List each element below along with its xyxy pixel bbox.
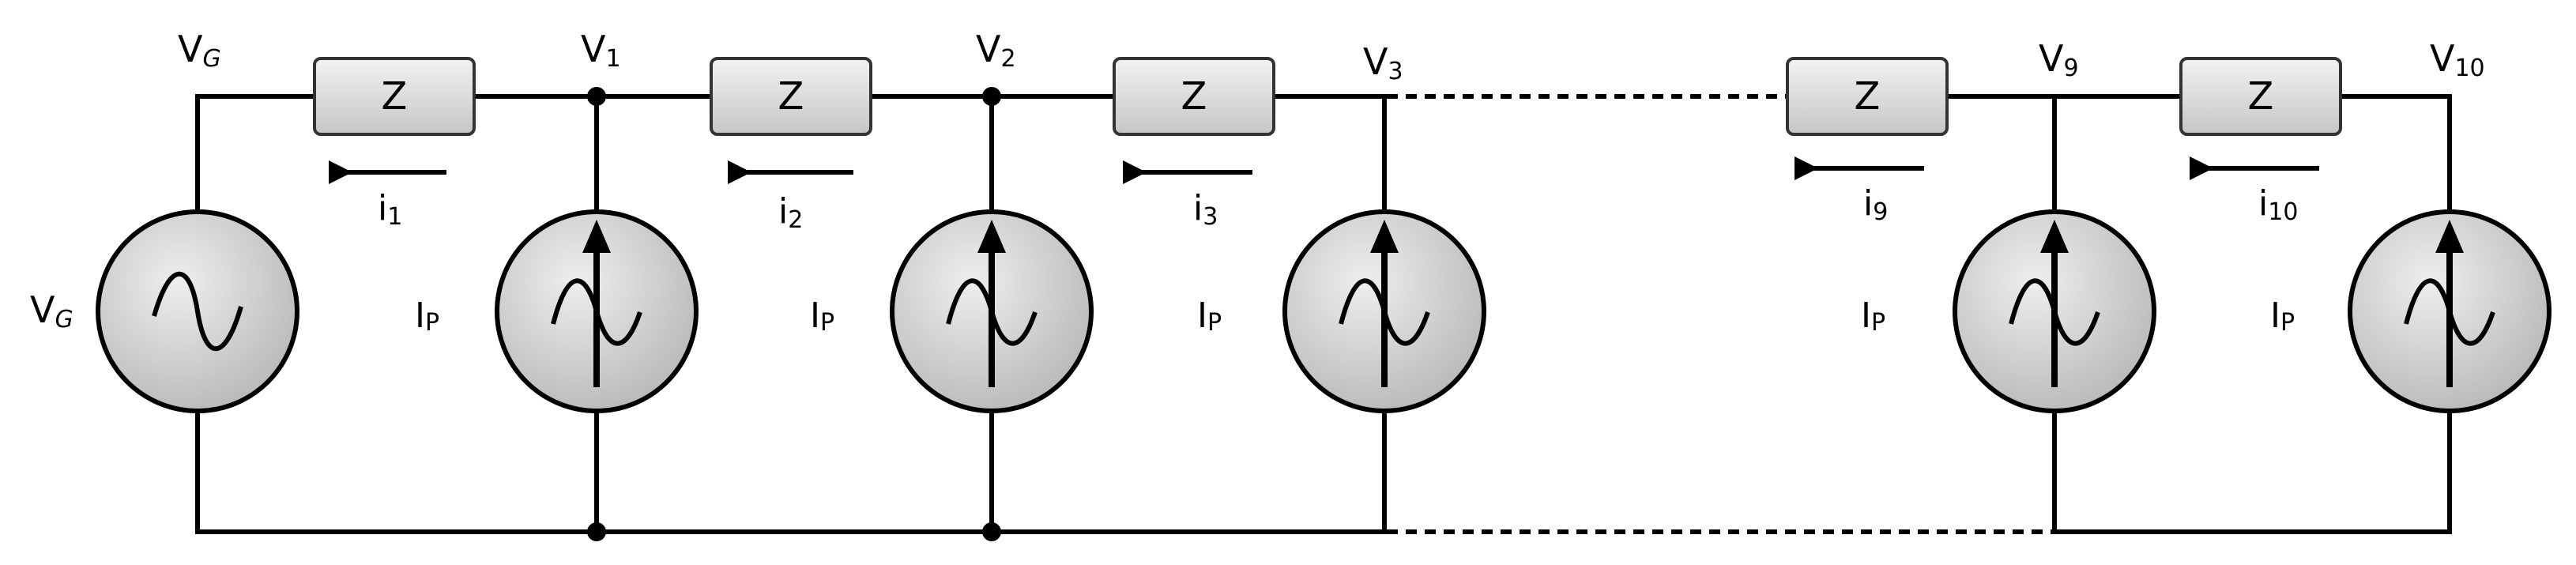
current-label-i9: i9 <box>1863 183 1888 226</box>
current-label-i3: i3 <box>1193 188 1218 231</box>
current-source-label: IP <box>810 296 834 337</box>
current-source-icon <box>495 209 699 413</box>
node-label-v10: V10 <box>2430 37 2485 82</box>
node-label-v1: V1 <box>581 28 621 73</box>
current-label-i2: i2 <box>778 191 803 234</box>
node-label-v3: V3 <box>1363 40 1403 85</box>
current-label-i10: i10 <box>2258 183 2298 226</box>
impedance-label: Z <box>1181 74 1207 119</box>
ac-source-icon <box>96 209 299 413</box>
impedance-z1: Z <box>313 57 476 136</box>
current-source-icon <box>2348 209 2552 413</box>
current-source-icon <box>890 209 1094 413</box>
junction-dots <box>587 87 1001 541</box>
current-source-icon <box>1953 209 2156 413</box>
node-label-v9: V9 <box>2039 37 2079 82</box>
node-label-v2: V2 <box>976 28 1016 73</box>
current-source-label: IP <box>1861 296 1885 337</box>
impedance-z2: Z <box>710 57 872 136</box>
impedance-label: Z <box>382 74 408 119</box>
generator-top-label: VG <box>178 28 221 73</box>
impedance-z3: Z <box>1113 57 1275 136</box>
current-source-label: IP <box>2270 296 2295 337</box>
current-source-icon <box>1282 209 1486 413</box>
current-source-label: IP <box>1197 296 1222 337</box>
impedance-label: Z <box>2248 74 2274 119</box>
impedance-label: Z <box>778 74 804 119</box>
current-arrows <box>329 156 2319 184</box>
impedance-z10: Z <box>2179 57 2342 136</box>
impedance-label: Z <box>1855 74 1881 119</box>
current-label-i1: i1 <box>378 188 402 231</box>
current-source-label: IP <box>415 296 439 337</box>
vertical-wires <box>195 94 2452 534</box>
impedance-z9: Z <box>1786 57 1949 136</box>
generator-side-label: VG <box>30 288 73 333</box>
